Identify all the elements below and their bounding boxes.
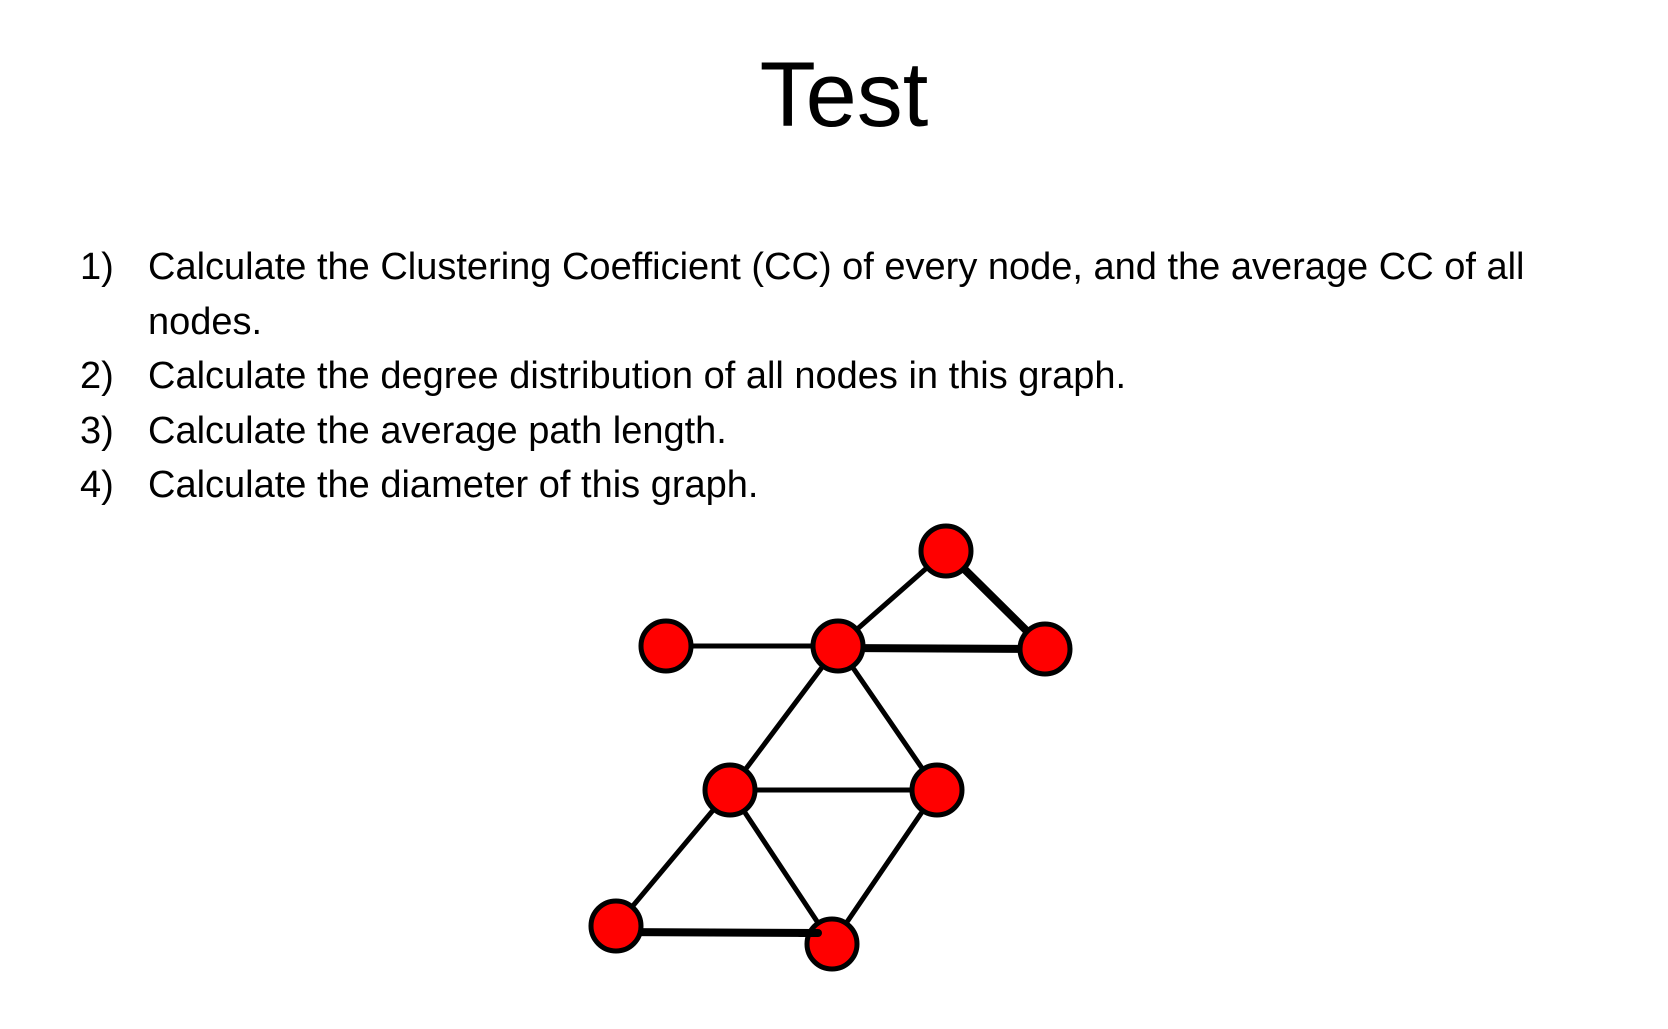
question-item: 1) Calculate the Clustering Coefficient (… [80, 240, 1640, 349]
question-number: 4) [80, 464, 114, 506]
question-number: 3) [80, 409, 114, 452]
graph-edge [835, 643, 940, 793]
graph-node [810, 618, 866, 674]
graph-node [702, 762, 758, 818]
graph-edge [612, 928, 822, 937]
graph-edge [727, 643, 841, 793]
question-item: 2) Calculate the degree distribution of a… [80, 349, 1640, 404]
question-item: 3) Calculate the average path length. [80, 404, 1640, 459]
graph-edge [829, 787, 940, 947]
question-text: Calculate the average path length. [148, 409, 727, 452]
question-text: Calculate the diameter of this graph. [148, 464, 759, 506]
slide-title: Test [759, 44, 929, 146]
question-text: Calculate the Clustering Coefficient (CC… [148, 246, 1525, 343]
question-number: 1) [80, 246, 114, 288]
question-text: Calculate the degree distribution of all… [148, 355, 1127, 397]
graph-node [909, 762, 965, 818]
question-item: 4) Calculate the diameter of this graph. [80, 458, 1640, 513]
graph-node [1017, 621, 1073, 677]
graph-edge [834, 644, 1049, 653]
question-number: 2) [80, 355, 114, 397]
graph-node [588, 898, 644, 954]
graph-node [804, 916, 860, 972]
graph-edge [727, 787, 835, 947]
graph-edge [613, 787, 733, 929]
graph-node [638, 618, 694, 674]
question-list: 1) Calculate the Clustering Coefficient (… [80, 240, 1640, 513]
graph-node [918, 523, 974, 579]
